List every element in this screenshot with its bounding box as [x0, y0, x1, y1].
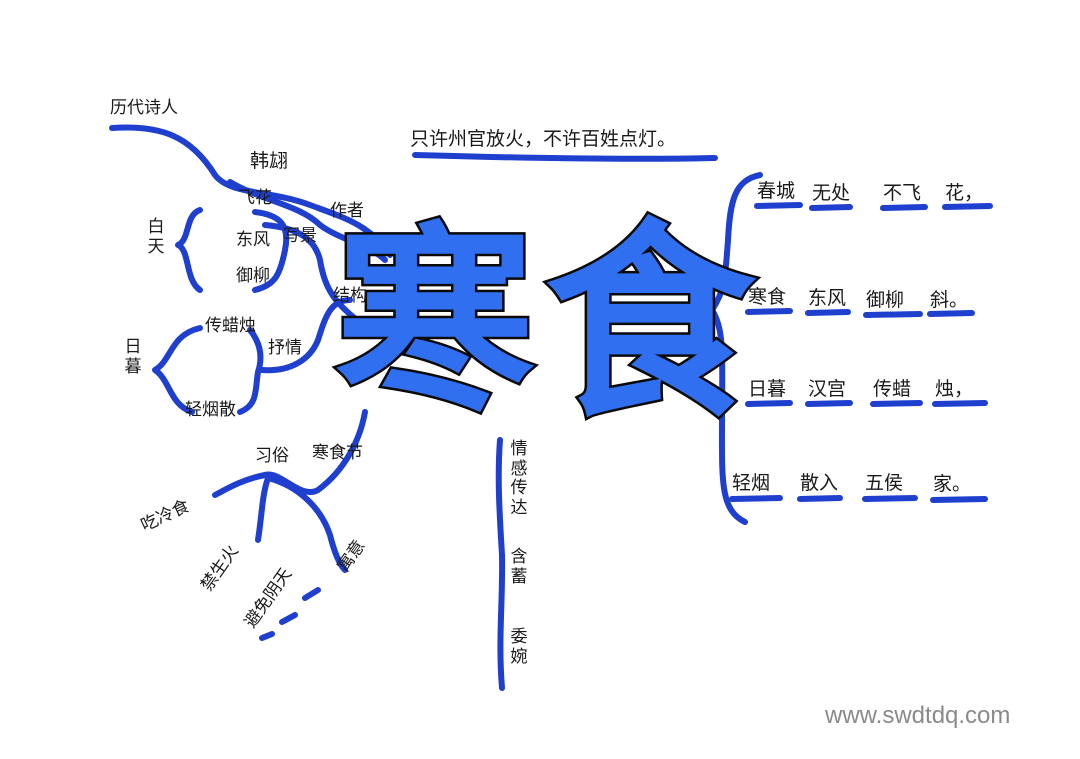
- festival-label: 寒食节: [312, 443, 363, 463]
- poem-word: 花，: [945, 182, 984, 204]
- poem-brace: [709, 172, 763, 525]
- poem-word: 御柳: [866, 289, 905, 311]
- custom-branch-line-2: [265, 475, 348, 573]
- author-name: 韩翃: [250, 150, 289, 172]
- middle-item-3: 委 婉: [510, 627, 528, 667]
- evening-label: 日 暮: [124, 337, 142, 377]
- custom-label: 习俗: [255, 446, 289, 466]
- poem-word: 烛，: [935, 378, 974, 400]
- poem-word: 不飞: [883, 182, 922, 204]
- poem-word: 斜。: [930, 289, 969, 311]
- poem-word: 无处: [812, 182, 851, 204]
- lyric-label: 抒情: [268, 338, 302, 358]
- background-label: 历代诗人: [110, 98, 178, 118]
- poem-word: 寒食: [748, 286, 787, 308]
- author-label: 作者: [330, 201, 364, 221]
- title-char-shi: 食: [542, 199, 757, 446]
- title-char-han: 寒: [332, 204, 537, 439]
- structure-label: 结构: [333, 286, 367, 306]
- evening-item-1: 传蜡烛: [205, 316, 256, 336]
- poem-word: 东风: [808, 287, 847, 309]
- evening-item-2: 轻烟散: [185, 400, 236, 420]
- scene-bracket: [252, 209, 290, 293]
- poem-word: 日暮: [748, 378, 787, 400]
- custom-branch-line: [255, 475, 271, 543]
- middle-branch-line: [495, 437, 506, 691]
- lyric-bracket: [237, 327, 264, 415]
- scene-label: 写景: [283, 226, 317, 246]
- structure-branch-line: [262, 222, 373, 333]
- top-note: 只许州官放火，不许百姓点灯。: [410, 128, 677, 150]
- day-item-1: 飞花: [238, 188, 272, 208]
- poem-word: 汉宫: [808, 378, 847, 400]
- poem-word: 散入: [800, 472, 839, 494]
- middle-item-2: 含 蓄: [510, 547, 528, 587]
- poem-word: 五侯: [865, 472, 904, 494]
- watermark-text: www.swdtdq.com: [825, 702, 1011, 729]
- lyric-link-line: [259, 297, 353, 374]
- day-label: 白 天: [147, 217, 165, 257]
- day-item-2: 东风: [236, 230, 270, 250]
- poem-word: 传蜡: [873, 378, 912, 400]
- day-item-3: 御柳: [236, 266, 270, 286]
- day-bracket: [175, 207, 203, 293]
- top-note-underline: [412, 152, 718, 162]
- evening-bracket: [152, 325, 203, 415]
- middle-item-1: 情 感 传 达: [510, 439, 528, 518]
- poem-word: 轻烟: [732, 472, 771, 494]
- poem-word: 春城: [757, 180, 796, 202]
- author-branch-line: [227, 179, 388, 263]
- poem-word: 家。: [933, 473, 972, 495]
